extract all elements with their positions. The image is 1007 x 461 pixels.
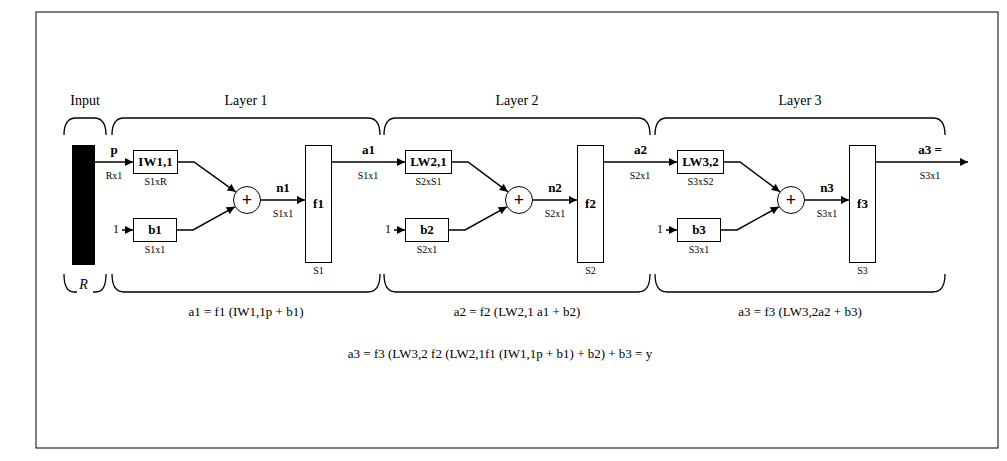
dimension-label: S1xR	[144, 176, 166, 187]
dimension-label: S3xS2	[687, 176, 713, 187]
group-brace	[112, 274, 380, 292]
dimension-label: S2xS1	[415, 176, 441, 187]
group-brace	[384, 274, 650, 292]
node-label: LW2,1	[410, 155, 447, 169]
group-brace	[64, 118, 106, 135]
dimension-label: S1x1	[145, 244, 166, 255]
sum-circle: +	[505, 186, 533, 214]
outer-frame	[36, 12, 998, 448]
output-label: a3 =	[918, 143, 942, 157]
layer-heading: Input	[70, 93, 100, 108]
transfer-box: f3S3	[849, 145, 876, 263]
dimension-label: S3x1	[920, 170, 941, 181]
input-bar: R	[72, 145, 95, 265]
bias-input: 1	[385, 223, 391, 236]
sum-circle: +	[777, 186, 805, 214]
equation: a3 = f3 (LW3,2 f2 (LW2,1f1 (IW1,1p + b1)…	[348, 347, 652, 361]
signal-arrow	[805, 199, 849, 201]
output-arrow	[876, 161, 968, 163]
dimension-label: S1x1	[358, 170, 379, 181]
bias-input-arrow	[122, 229, 133, 231]
equation: a2 = f2 (LW2,1 a1 + b2)	[454, 305, 581, 319]
group-brace	[112, 118, 380, 135]
dimension-label: S1	[313, 265, 324, 276]
bias-input-arrow	[394, 229, 405, 231]
layer-heading: Layer 1	[224, 93, 267, 108]
dimension-label: S3	[857, 265, 868, 276]
sum-circle: +	[233, 186, 261, 214]
signal-arrow	[721, 207, 779, 230]
signal-label: a1	[361, 143, 376, 157]
signal-arrow	[95, 161, 133, 163]
dimension-label: Rx1	[106, 170, 123, 181]
signal-arrow	[449, 207, 507, 230]
bias-box: b1S1x1	[133, 218, 177, 242]
dimension-label: S2x1	[630, 170, 651, 181]
bias-input-arrow	[666, 229, 677, 231]
node-label: b1	[148, 223, 162, 237]
node-label: f3	[857, 197, 868, 211]
dimension-label: S2x1	[545, 208, 566, 219]
signal-label: p	[109, 143, 118, 157]
transfer-box: f2S2	[577, 145, 604, 263]
group-brace	[655, 118, 945, 135]
dimension-label: S3x1	[689, 244, 710, 255]
weight-box: IW1,1S1xR	[133, 150, 178, 174]
node-label: +	[786, 191, 796, 209]
signal-label: n1	[275, 181, 291, 195]
signal-arrow	[533, 199, 577, 201]
equation: a1 = f1 (IW1,1p + b1)	[188, 305, 303, 319]
node-label: +	[242, 191, 252, 209]
signal-label: n2	[547, 181, 563, 195]
dimension-label: S3x1	[817, 208, 838, 219]
signal-label: n3	[819, 181, 835, 195]
bias-box: b2S2x1	[405, 218, 449, 242]
bias-box: b3S3x1	[677, 218, 721, 242]
layer-heading: Layer 3	[778, 93, 821, 108]
dimension-label: S2x1	[417, 244, 438, 255]
dimension-label: S2	[585, 265, 596, 276]
node-label: b2	[420, 223, 434, 237]
group-brace	[655, 274, 945, 292]
signal-arrow	[177, 207, 235, 230]
node-label: R	[79, 277, 88, 292]
layer-heading: Layer 2	[495, 93, 538, 108]
signal-arrow	[724, 162, 780, 192]
equation: a3 = f3 (LW3,2a2 + b3)	[738, 305, 861, 319]
node-label: IW1,1	[138, 155, 172, 169]
node-label: +	[514, 191, 524, 209]
weight-box: LW3,2S3xS2	[677, 150, 724, 174]
group-brace	[384, 118, 650, 135]
transfer-box: f1S1	[305, 145, 332, 263]
node-label: f2	[585, 197, 596, 211]
signal-arrow	[452, 162, 508, 192]
node-label: b3	[692, 223, 706, 237]
bias-input: 1	[657, 223, 663, 236]
signal-arrow	[178, 162, 236, 192]
weight-box: LW2,1S2xS1	[405, 150, 452, 174]
signal-arrow	[261, 199, 305, 201]
signal-label: a2	[633, 143, 648, 157]
group-brace	[64, 274, 106, 292]
dimension-label: S1x1	[273, 208, 294, 219]
node-label: LW3,2	[682, 155, 719, 169]
node-label: f1	[313, 197, 324, 211]
bias-input: 1	[113, 223, 119, 236]
signal-arrow	[332, 161, 405, 163]
signal-arrow	[604, 161, 677, 163]
